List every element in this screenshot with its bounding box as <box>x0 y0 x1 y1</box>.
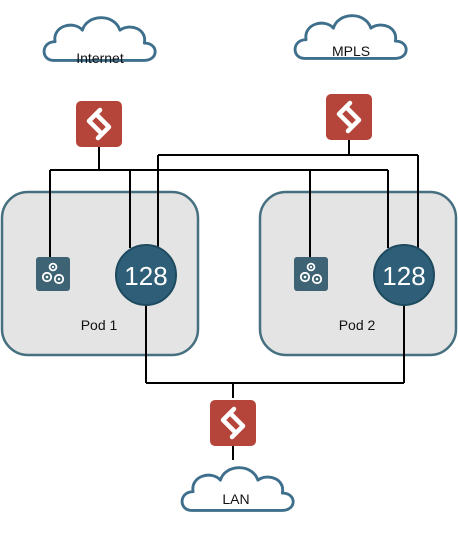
pod-2-router-label: 128 <box>382 261 425 291</box>
mpls-gateway-icon <box>326 94 372 140</box>
pod-1-label: Pod 1 <box>81 317 118 333</box>
pod-1-gears-icon <box>35 256 71 292</box>
connection-lines <box>49 140 419 460</box>
internet-gateway-icon <box>76 101 122 147</box>
pod-2-label: Pod 2 <box>339 317 376 333</box>
pod-2-router-icon <box>373 244 435 306</box>
internet-label: Internet <box>76 50 124 66</box>
pod-2-gears-icon <box>293 256 329 292</box>
lan-gateway-icon <box>210 400 256 446</box>
mpls-label: MPLS <box>332 43 370 59</box>
pod-1-router-icon <box>115 244 177 306</box>
lan-label: LAN <box>222 491 249 507</box>
pod-1-router-label: 128 <box>124 261 167 291</box>
